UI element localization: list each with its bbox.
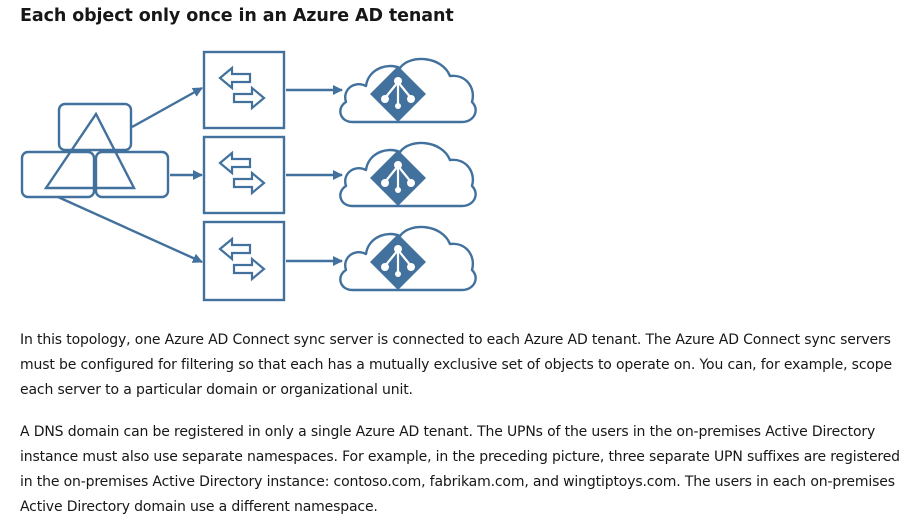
connection-arrows [57,85,343,266]
azure-ad-tenant-2-icon [339,141,477,208]
section-heading: Each object only once in an Azure AD ten… [20,6,454,26]
sync-server-1-icon [202,50,286,130]
sync-server-2-icon [202,135,286,215]
on-premises-ad-forest-icon [20,102,170,199]
azure-ad-tenant-3-icon [339,225,477,292]
azure-ad-tenant-1-icon [339,57,477,124]
topology-description-paragraph: In this topology, one Azure AD Connect s… [20,332,892,398]
sync-server-3-icon [202,220,286,302]
topology-diagram [20,50,477,302]
dns-domain-paragraph: A DNS domain can be registered in only a… [20,424,900,515]
